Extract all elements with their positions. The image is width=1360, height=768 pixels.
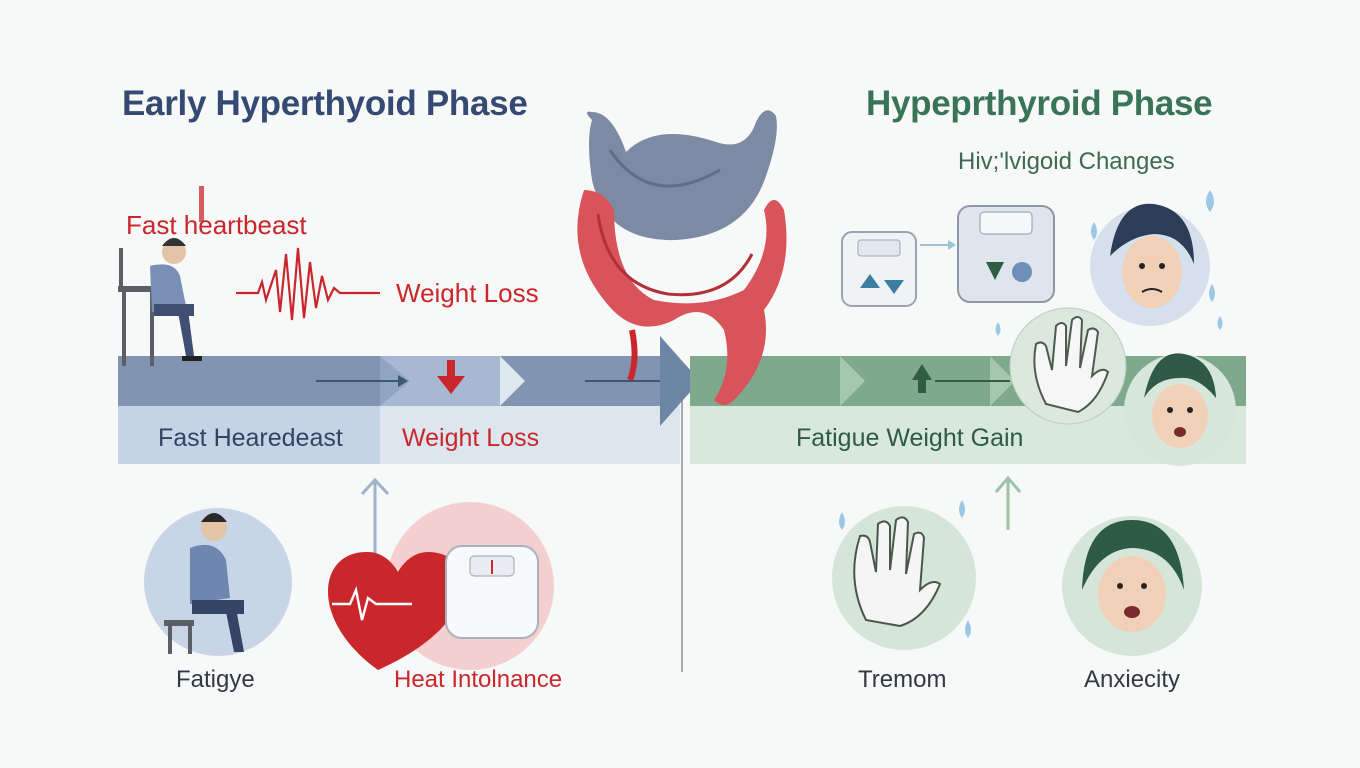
scale-small-icon bbox=[841, 231, 917, 307]
down-arrow-icon bbox=[437, 360, 465, 394]
shaking-hands-icon bbox=[832, 506, 976, 650]
right-up-arrow bbox=[994, 475, 1022, 530]
fatigue-label: Fatigye bbox=[176, 666, 255, 693]
fatigue-person-icon bbox=[144, 508, 292, 656]
open-hand-icon bbox=[1009, 307, 1127, 425]
bar-fast-heartbeat-label: Fast Hearedeast bbox=[158, 424, 343, 452]
tremor-label: Tremom bbox=[858, 666, 947, 693]
thyroid-gland-icon bbox=[577, 110, 787, 405]
weight-loss-label: Weight Loss bbox=[396, 278, 539, 308]
bar-fatigue-weight-gain-label: Fatigue Weight Gain bbox=[796, 424, 1024, 452]
sweat-drops bbox=[995, 190, 1223, 336]
heartbeat-wave-icon bbox=[199, 186, 380, 321]
anxiety-label: Anxiecity bbox=[1084, 666, 1181, 693]
left-up-arrow bbox=[360, 477, 390, 560]
anxious-face-icon bbox=[1124, 353, 1236, 466]
scale-large-icon bbox=[957, 205, 1055, 303]
left-phase-title: Early Hyperthyoid Phase bbox=[122, 84, 528, 123]
fast-heartbeat-label: Fast heartbeast bbox=[126, 210, 307, 240]
right-phase-subtitle: Hiv;'lvigoid Changes bbox=[958, 148, 1175, 175]
up-arrow-icon bbox=[912, 364, 932, 393]
bathroom-scale-icon bbox=[445, 545, 539, 639]
sweating-face-icon bbox=[1090, 203, 1210, 326]
heat-intolerance-label: Heat Intolnance bbox=[394, 666, 563, 693]
right-phase-title: Hypeprthyroid Phase bbox=[866, 84, 1213, 123]
bar-weight-loss-label: Weight Loss bbox=[402, 424, 540, 452]
left-timeline-bar bbox=[118, 336, 700, 464]
tremor-drops bbox=[839, 500, 971, 638]
person-sitting-icon bbox=[118, 238, 202, 366]
anxiety-face-icon bbox=[1062, 516, 1202, 656]
